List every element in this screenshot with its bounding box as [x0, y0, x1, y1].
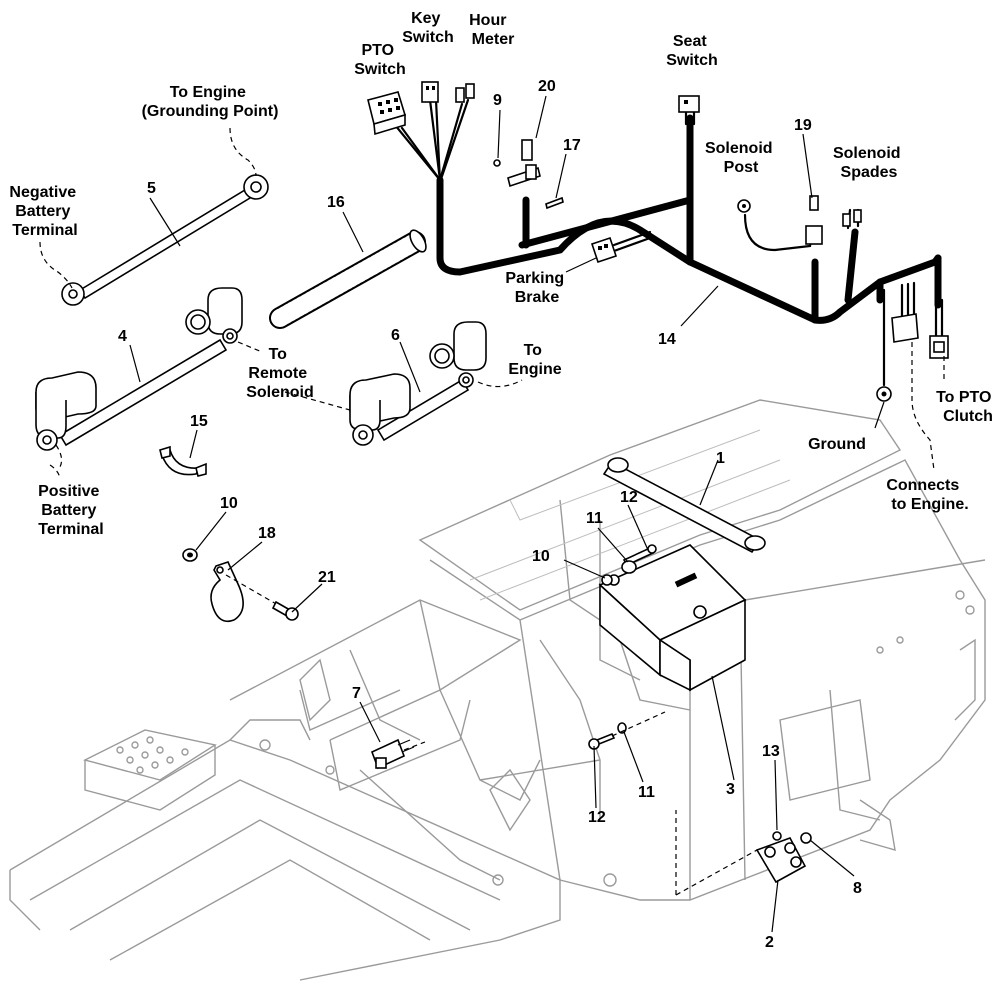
part-number-4: 4 — [118, 328, 127, 345]
part-number-21: 21 — [318, 569, 336, 586]
part-number-1: 1 — [716, 450, 725, 467]
part-number-10-lower: 10 — [532, 548, 550, 565]
label-connects-to-engine: Connects to Engine. — [886, 477, 968, 513]
part-number-18: 18 — [258, 525, 276, 542]
positive-battery-cable — [35, 287, 243, 451]
part-number-6: 6 — [391, 327, 400, 344]
fuse-holder-hardware — [493, 139, 564, 210]
label-solenoid-post: Solenoid Post — [705, 140, 777, 176]
label-to-remote-solenoid: To Remote Solenoid — [246, 346, 314, 401]
part-number-9: 9 — [493, 92, 502, 109]
part-number-16: 16 — [327, 194, 345, 211]
part-number-17: 17 — [563, 137, 581, 154]
part-number-11-lower: 11 — [638, 784, 655, 801]
part-number-5: 5 — [147, 180, 156, 197]
part-number-3: 3 — [726, 781, 735, 798]
battery — [598, 544, 747, 692]
part-number-8: 8 — [853, 880, 862, 897]
harness-connectors — [367, 81, 949, 402]
leader-lines — [39, 95, 945, 933]
starter-solenoid — [675, 810, 812, 896]
label-pto-switch: PTO Switch — [354, 42, 406, 78]
part-number-7: 7 — [352, 685, 361, 702]
label-to-pto-clutch: To PTO Clutch — [936, 389, 996, 425]
label-to-engine-grounding: To Engine (Grounding Point) — [142, 84, 279, 120]
label-negative-battery-terminal: Negative Battery Terminal — [9, 184, 80, 239]
battery-bolt-hardware — [601, 544, 657, 586]
starter-cable — [349, 321, 487, 446]
part-number-10-upper: 10 — [220, 495, 238, 512]
label-positive-battery-terminal: Positive Battery Terminal — [38, 483, 104, 538]
battery-hold-down-strap — [602, 457, 766, 554]
part-number-15: 15 — [190, 413, 208, 430]
label-key-switch: Key Switch — [402, 10, 454, 46]
foot-plate-holes — [116, 736, 189, 774]
part-number-14: 14 — [658, 331, 676, 348]
part-number-12-lower: 12 — [588, 809, 606, 826]
label-solenoid-spades: Solenoid Spades — [833, 145, 905, 181]
label-parking-brake: Parking Brake — [505, 270, 568, 306]
ground-cable — [61, 174, 269, 306]
main-wiring-harness — [393, 98, 944, 387]
callout-labels: Key Switch Hour Meter PTO Switch Seat Sw… — [9, 10, 996, 538]
cable-tie-clamp — [159, 445, 207, 477]
interlock-switch — [370, 738, 426, 770]
part-numbers: 5 4 6 16 20 9 17 19 14 15 10 18 21 1 12 … — [118, 78, 862, 951]
label-hour-meter: Hour Meter — [469, 12, 514, 48]
chassis-frame — [9, 399, 986, 981]
part-number-19: 19 — [794, 117, 812, 134]
part-number-12-upper: 12 — [620, 489, 638, 506]
part-number-11-upper: 11 — [586, 510, 603, 527]
part-number-2: 2 — [765, 934, 774, 951]
corrugated-conduit — [269, 229, 427, 329]
part-number-20: 20 — [538, 78, 556, 95]
label-seat-switch: Seat Switch — [666, 33, 718, 69]
lower-bolt-hardware — [588, 711, 666, 750]
label-to-engine: To Engine — [508, 342, 561, 378]
label-ground: Ground — [808, 436, 866, 453]
part-number-13: 13 — [762, 743, 780, 760]
p-clamp-hardware — [182, 548, 299, 623]
